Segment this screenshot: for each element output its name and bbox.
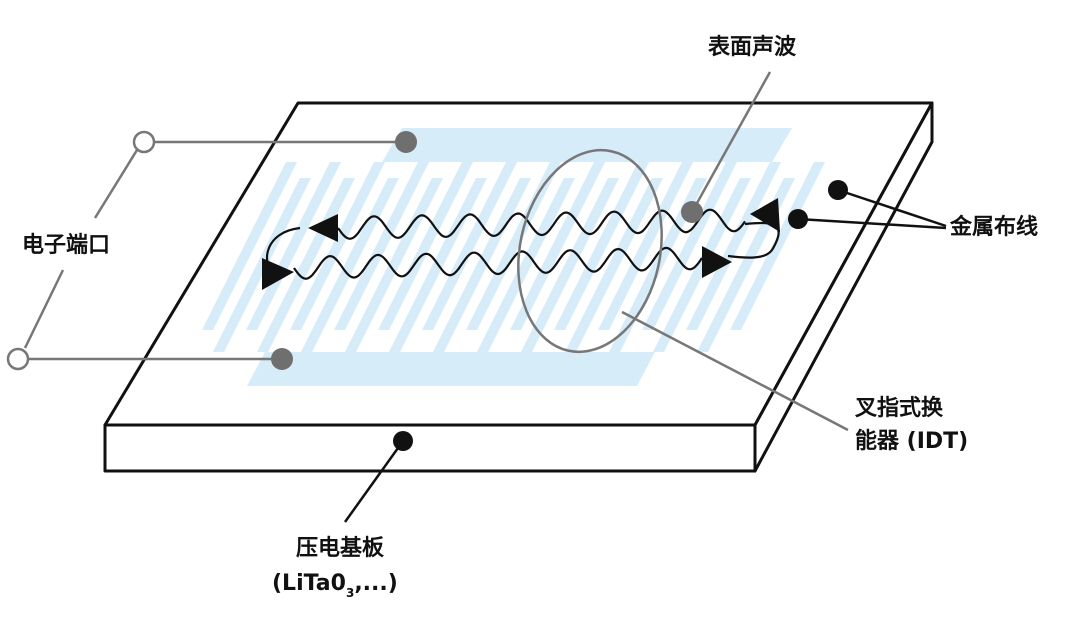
idt-highlight-ellipse (517, 148, 663, 354)
idt-bus-bar-top (382, 128, 792, 162)
wiring-dot-1 (828, 180, 848, 200)
idt-finger (598, 162, 693, 330)
idt-finger (345, 178, 443, 352)
idt-finger (521, 178, 619, 352)
label-idt-line2: 能器 (IDT) (855, 428, 968, 454)
idt-finger (477, 178, 575, 352)
idt-finger (290, 162, 385, 330)
marker-dots (6, 130, 848, 451)
leader-substrate (343, 440, 405, 523)
idt-finger (686, 162, 781, 330)
idt-finger (301, 178, 399, 352)
idt-finger (642, 162, 737, 330)
leader-port-diag-top (93, 149, 139, 219)
pad-dot-bottom (271, 348, 293, 370)
leader-wiring-2 (797, 217, 947, 230)
idt-finger (433, 178, 531, 352)
wave-arrow-left-top (308, 214, 338, 242)
idt-finger (422, 162, 517, 330)
idt-finger (565, 178, 663, 352)
label-surface-wave: 表面声波 (708, 35, 797, 60)
substrate-formula-tail: ,...) (354, 571, 397, 596)
wave-arrow-right-bottom (702, 246, 732, 278)
idt-bus-bar-bottom (247, 352, 655, 386)
leader-surface-wave (690, 71, 772, 213)
substrate-dot (393, 431, 413, 451)
port-terminal-top (132, 130, 156, 154)
wave-path-upper (337, 208, 746, 240)
idt-finger (730, 162, 825, 330)
substrate-front-face (103, 423, 757, 473)
leader-wiring-1 (837, 188, 947, 228)
idt-finger (202, 162, 297, 330)
idt-finger (378, 162, 473, 330)
leader-lines (18, 71, 947, 523)
pad-dot-top (395, 131, 417, 153)
idt-finger (466, 162, 561, 330)
port-terminal-bottom (6, 347, 30, 371)
label-electric-port: 电子端口 (22, 233, 110, 258)
wave-loop-right (727, 221, 780, 259)
wave-dot (681, 201, 703, 223)
substrate-formula-subscript: 3 (346, 586, 354, 600)
idt-electrodes (202, 128, 825, 386)
idt-finger (334, 162, 429, 330)
wave-arrow-left-bottom (262, 258, 294, 290)
wave-arrow-right-top (750, 198, 780, 232)
label-idt-line1: 叉指式换 (854, 395, 944, 421)
idt-finger (510, 162, 605, 330)
substrate-side-face (753, 101, 934, 473)
leader-port-diag-bottom (23, 269, 65, 349)
leader-idt (621, 310, 849, 432)
label-substrate-line2: (LiTa03,...) (272, 571, 398, 600)
wave-path-lower (293, 246, 703, 280)
substrate-formula-main: (LiTa0 (272, 571, 346, 596)
label-metal-wiring: 金属布线 (949, 214, 1038, 240)
label-substrate-line1: 压电基板 (296, 536, 385, 561)
idt-finger (246, 162, 341, 330)
idt-finger (554, 162, 649, 330)
surface-acoustic-wave (262, 198, 780, 290)
wiring-dot-2 (788, 209, 808, 229)
